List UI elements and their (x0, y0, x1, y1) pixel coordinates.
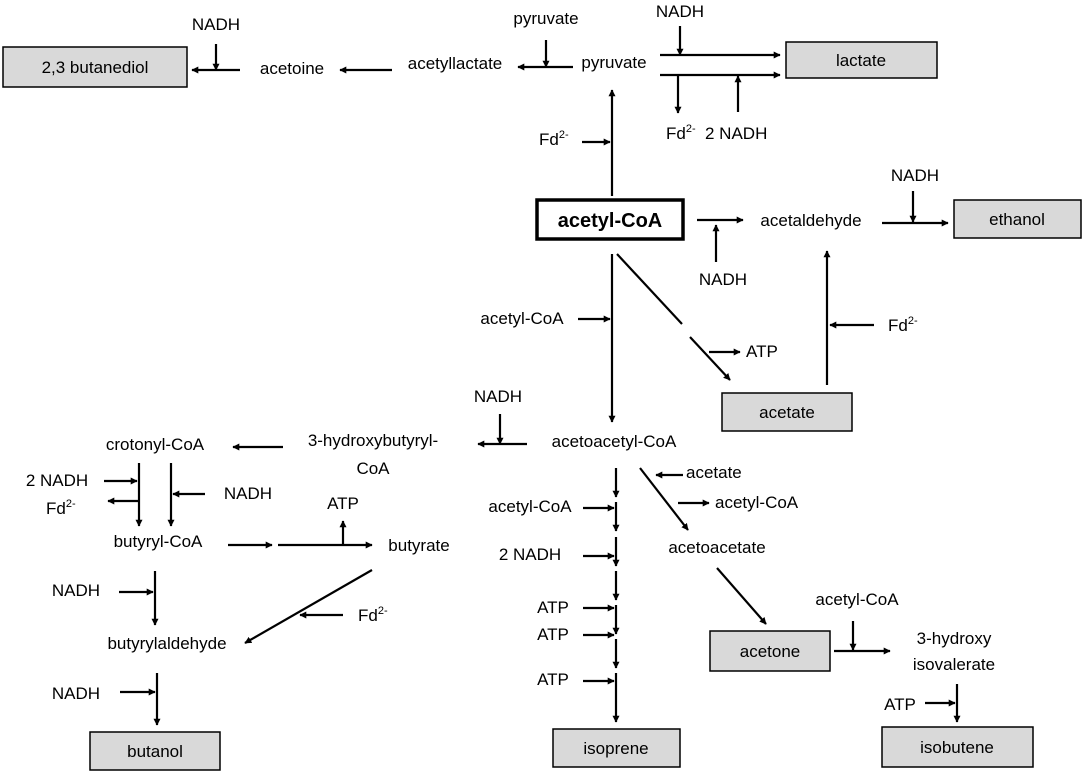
butyrylaldehyde-label: butyrylaldehyde (107, 634, 226, 653)
cofactor-fd-pyruvate: Fd2- (539, 129, 569, 149)
cofactor-pyruvate: pyruvate (513, 9, 578, 28)
arrows-top (191, 26, 781, 196)
arrows-acetone (639, 467, 961, 723)
product-box-acetone: acetone (709, 630, 831, 672)
cofactor-nadh-lactate: NADH (656, 2, 704, 21)
crotonyl-coa-label: crotonyl-CoA (106, 435, 205, 454)
cofactor-atp-isoprene-2: ATP (537, 625, 569, 644)
hub-acetyl-coa: acetyl-CoA (535, 198, 685, 241)
cofactor-nadh-butanediol: NADH (192, 15, 240, 34)
cofactor-atp-isoprene-1: ATP (537, 598, 569, 617)
pyruvate-label: pyruvate (581, 53, 646, 72)
acetyllactate-label: acetyllactate (408, 54, 503, 73)
product-box-isobutene: isobutene (881, 726, 1034, 768)
cofactor-nadh-acetaldehyde: NADH (699, 270, 747, 289)
arrows-isoprene (583, 468, 620, 723)
arrow-acetoacetylcoa-to-acetoacetate (639, 467, 689, 531)
product-box-acetate: acetate (721, 392, 853, 432)
acetoacetyl-coa-label: acetoacetyl-CoA (552, 432, 677, 451)
arrow-acetylcoa-to-acetate-upper (616, 253, 683, 325)
acetoine-label: acetoine (260, 59, 324, 78)
cofactor-acetate-in: acetate (686, 463, 742, 482)
product-box-lactate: lactate (785, 41, 938, 79)
acetoacetate-label: acetoacetate (668, 538, 765, 557)
cofactor-acetyl-coa-acetone: acetyl-CoA (815, 590, 899, 609)
cofactor-fd-crotonyl: Fd2- (46, 498, 76, 518)
cofactor-acetyl-coa-isoprene: acetyl-CoA (488, 497, 572, 516)
product-label-ethanol: ethanol (989, 210, 1045, 229)
cofactor-fd-acetate: Fd2- (888, 315, 918, 335)
hydroxybutyryl-coa-label-line1: 3-hydroxybutyryl- (308, 431, 438, 450)
product-label-isobutene: isobutene (920, 738, 994, 757)
acetaldehyde-label: acetaldehyde (760, 211, 861, 230)
arrows-ethanol-acetate (616, 191, 949, 385)
cofactor-acetyl-coa-condensation: acetyl-CoA (480, 309, 564, 328)
cofactor-2nadh-lactate: 2 NADH (705, 124, 767, 143)
cofactor-atp-isoprene-3: ATP (537, 670, 569, 689)
cofactor-fd-butyrate: Fd2- (358, 605, 388, 625)
butyryl-coa-label: butyryl-CoA (114, 532, 203, 551)
hydroxyisovalerate-label-line1: 3-hydroxy (917, 629, 992, 648)
cofactor-nadh-ethanol: NADH (891, 166, 939, 185)
arrows-acetoacetyl (232, 254, 616, 451)
cofactor-nadh-acetoacetyl: NADH (474, 387, 522, 406)
hydroxyisovalerate-label-line2: isovalerate (913, 655, 995, 674)
product-box-butanediol: 2,3 butanediol (2, 46, 188, 88)
product-label-isoprene: isoprene (583, 739, 648, 758)
hub-label: acetyl-CoA (558, 210, 662, 232)
product-box-butanol: butanol (89, 731, 221, 771)
cofactor-atp-butyrate: ATP (327, 494, 359, 513)
hydroxybutyryl-coa-label-line2: CoA (356, 459, 390, 478)
cofactor-acetyl-coa-out: acetyl-CoA (715, 493, 799, 512)
arrow-acetoacetate-to-acetone (716, 567, 767, 625)
cofactor-2nadh-crotonyl: 2 NADH (26, 471, 88, 490)
product-label-butanediol: 2,3 butanediol (42, 58, 149, 77)
cofactor-nadh-butyrylaldehyde: NADH (52, 581, 100, 600)
arrow-acetylcoa-to-acetate-lower (689, 336, 731, 381)
product-label-lactate: lactate (836, 51, 886, 70)
arrows-butanol (104, 463, 373, 726)
cofactor-2nadh-isoprene: 2 NADH (499, 545, 561, 564)
cofactor-fd-lactate: Fd2- (666, 123, 696, 143)
product-box-isoprene: isoprene (552, 728, 681, 768)
cofactor-atp-isobutene: ATP (884, 695, 916, 714)
product-box-ethanol: ethanol (953, 199, 1082, 239)
product-label-acetate: acetate (759, 403, 815, 422)
butyrate-label: butyrate (388, 536, 449, 555)
arrow-butyrate-to-butyrylaldehyde (244, 569, 373, 644)
cofactor-nadh-crotonyl: NADH (224, 484, 272, 503)
product-label-butanol: butanol (127, 742, 183, 761)
cofactor-atp-acetate: ATP (746, 342, 778, 361)
cofactor-nadh-butanol: NADH (52, 684, 100, 703)
product-label-acetone: acetone (740, 642, 801, 661)
